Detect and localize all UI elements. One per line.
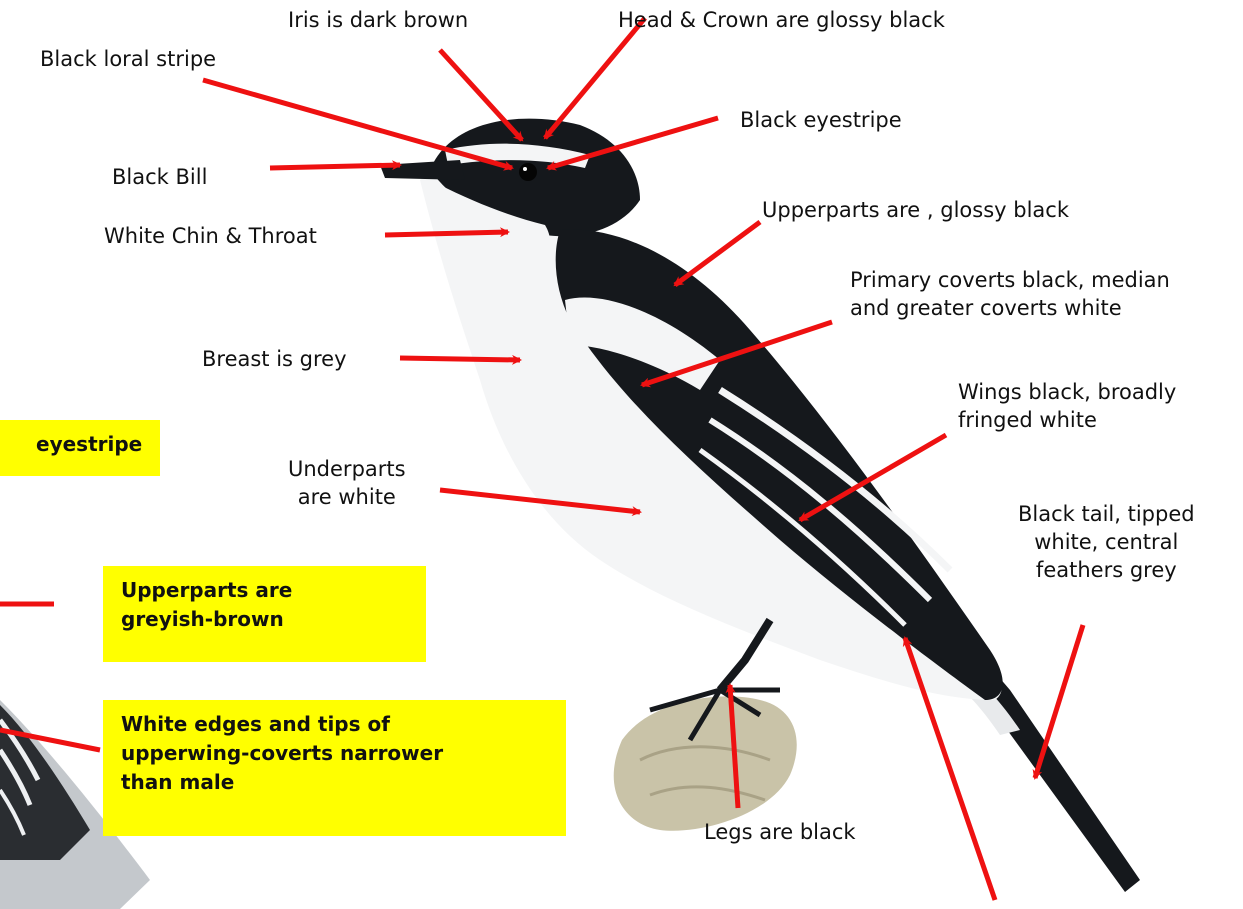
iris-label: Iris is dark brown (288, 6, 468, 34)
female-eyestripe-text: eyestripe (36, 430, 142, 459)
coverts-label: Primary coverts black, median and greate… (850, 266, 1170, 322)
female-upperparts-line-2: greyish-brown (121, 605, 408, 634)
female-upperparts-box: Upperparts are greyish-brown (103, 566, 426, 662)
wings-label-line-1: Wings black, broadly (958, 378, 1176, 406)
tail-label-line-1: Black tail, tipped (1018, 500, 1195, 528)
loral-stripe-label: Black loral stripe (40, 45, 216, 73)
wings-label: Wings black, broadly fringed white (958, 378, 1176, 434)
female-upperparts-line-1: Upperparts are (121, 576, 408, 605)
tail-label-line-3: feathers grey (1018, 556, 1195, 584)
chin-throat-label: White Chin & Throat (104, 222, 317, 250)
coverts-label-line-2: and greater coverts white (850, 294, 1170, 322)
coverts-label-line-1: Primary coverts black, median (850, 266, 1170, 294)
wings-label-line-2: fringed white (958, 406, 1176, 434)
upperparts-label: Upperparts are , glossy black (762, 196, 1069, 224)
eyestripe-label: Black eyestripe (740, 106, 902, 134)
legs-label: Legs are black (704, 818, 856, 846)
breast-label: Breast is grey (202, 345, 347, 373)
eye (519, 163, 537, 181)
female-wing-coverts-line-1: White edges and tips of (121, 710, 548, 739)
head-crown-label: Head & Crown are glossy black (618, 6, 945, 34)
underparts-label-line-2: are white (288, 483, 406, 511)
underparts-label: Underparts are white (288, 455, 406, 511)
female-wing-coverts-box: White edges and tips of upperwing-covert… (103, 700, 566, 836)
tail-label: Black tail, tipped white, central feathe… (1018, 500, 1195, 584)
underparts-label-line-1: Underparts (288, 455, 406, 483)
tail-label-line-2: white, central (1018, 528, 1195, 556)
female-wing-coverts-line-3: than male (121, 768, 548, 797)
female-wing-coverts-line-2: upperwing-coverts narrower (121, 739, 548, 768)
female-eyestripe-box: eyestripe (0, 420, 160, 476)
bill-label: Black Bill (112, 163, 207, 191)
